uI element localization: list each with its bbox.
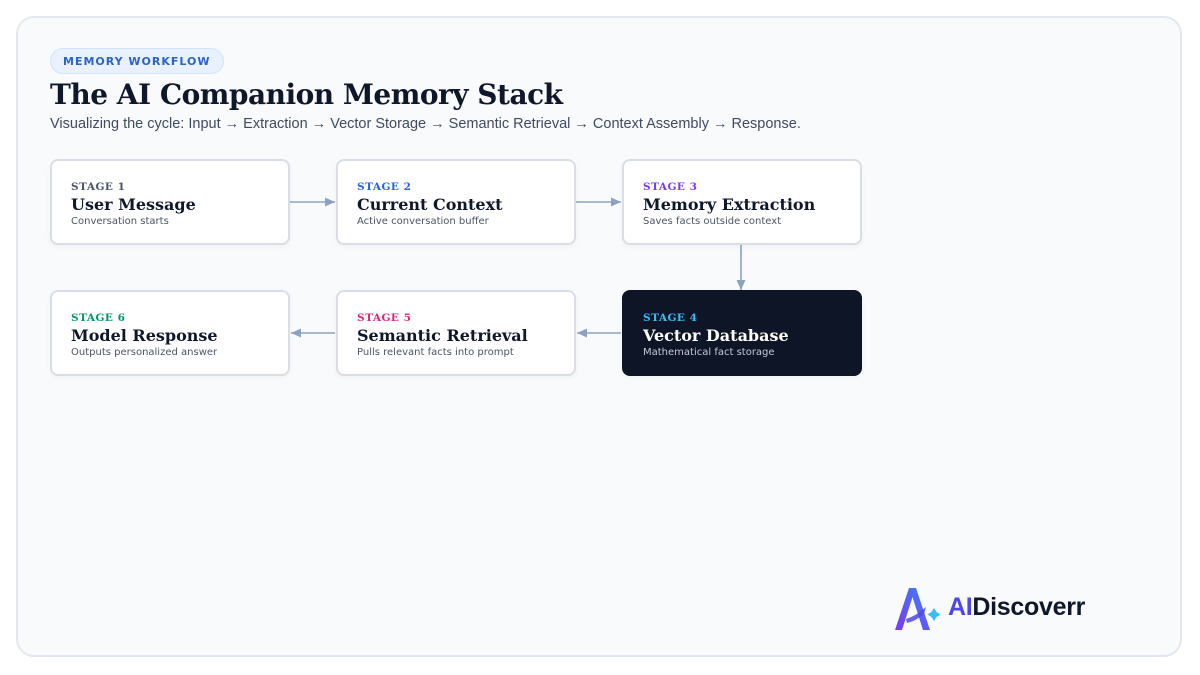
- brand-name-accent: AI: [948, 593, 973, 621]
- stage-title: Model Response: [71, 326, 218, 345]
- stage-title: Vector Database: [643, 326, 789, 345]
- aidiscoverr-logo-icon: [895, 588, 941, 630]
- stage-description: Mathematical fact storage: [643, 347, 775, 358]
- stage-description: Saves facts outside context: [643, 216, 782, 227]
- stage-title: Memory Extraction: [643, 195, 816, 214]
- stage-title: Current Context: [357, 195, 503, 214]
- stage-title: User Message: [71, 195, 196, 214]
- brand-logo: AIDiscoverr: [892, 583, 1122, 633]
- stage-2-card: STAGE 2 Current Context Active conversat…: [336, 159, 576, 245]
- stage-description: Pulls relevant facts into prompt: [357, 347, 514, 358]
- stage-label: STAGE 4: [643, 312, 698, 324]
- stage-5-card: STAGE 5 Semantic Retrieval Pulls relevan…: [336, 290, 576, 376]
- brand-name: AIDiscoverr: [948, 593, 1085, 622]
- workflow-badge: MEMORY WORKFLOW: [50, 48, 224, 74]
- stage-label: STAGE 5: [357, 312, 412, 324]
- stage-label: STAGE 1: [71, 181, 126, 193]
- stage-label: STAGE 6: [71, 312, 126, 324]
- stage-3-card: STAGE 3 Memory Extraction Saves facts ou…: [622, 159, 862, 245]
- stage-label: STAGE 3: [643, 181, 698, 193]
- page-title: The AI Companion Memory Stack: [50, 78, 563, 111]
- stage-4-card: STAGE 4 Vector Database Mathematical fac…: [622, 290, 862, 376]
- stage-6-card: STAGE 6 Model Response Outputs personali…: [50, 290, 290, 376]
- brand-name-rest: Discoverr: [972, 593, 1086, 621]
- page-subtitle: Visualizing the cycle: Input → Extractio…: [50, 116, 801, 132]
- stage-description: Active conversation buffer: [357, 216, 489, 227]
- stage-1-card: STAGE 1 User Message Conversation starts: [50, 159, 290, 245]
- stage-title: Semantic Retrieval: [357, 326, 528, 345]
- stage-description: Outputs personalized answer: [71, 347, 218, 358]
- stage-description: Conversation starts: [71, 216, 169, 227]
- stage-label: STAGE 2: [357, 181, 412, 193]
